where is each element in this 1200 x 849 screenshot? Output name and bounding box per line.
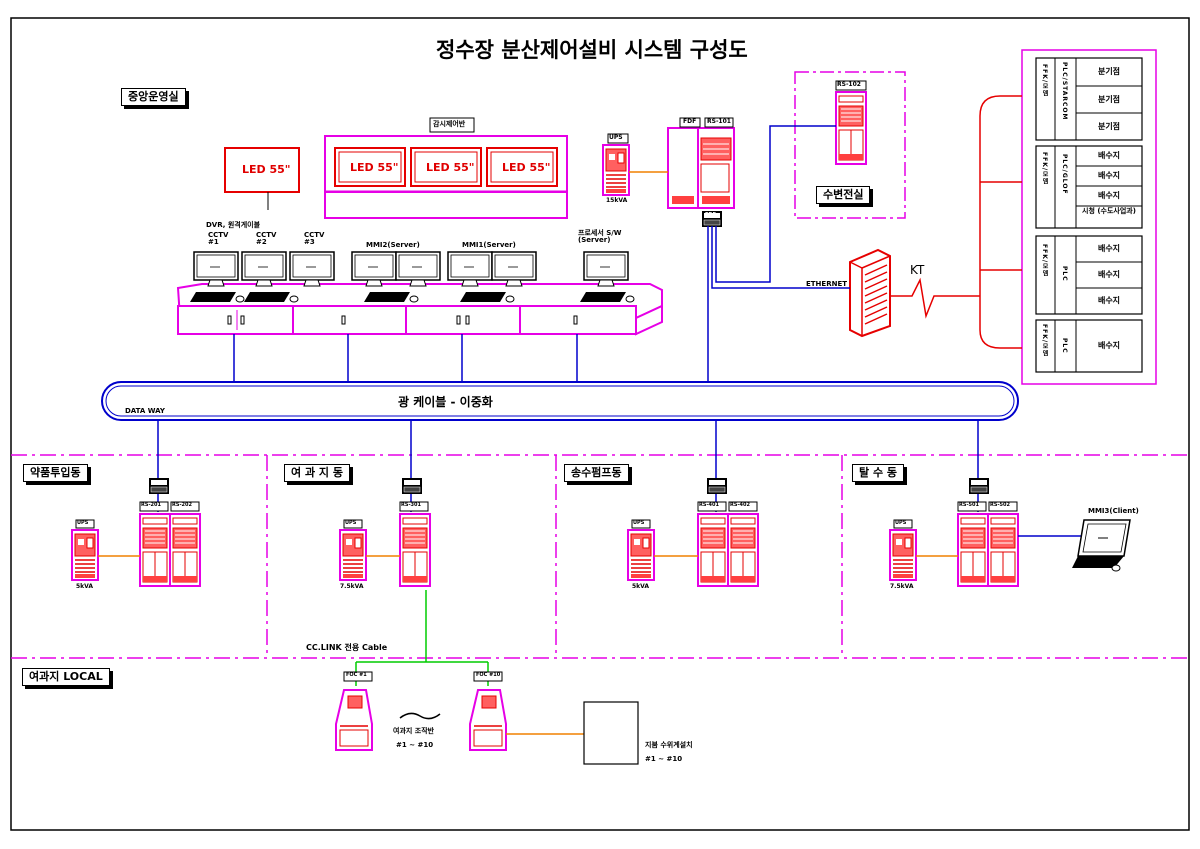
remote-modem-4: FFK/모뎀 [1041, 324, 1048, 358]
level-meter-label: 지붐 수위계설치 [645, 741, 693, 749]
foc10-tag: FOC #10 [476, 672, 501, 678]
ups-tag-central: UPS [609, 134, 623, 141]
led-screen-1: LED 55" [350, 161, 399, 174]
remote-row-2-4: 시청 (수도사업과) [1082, 207, 1136, 215]
ups-tag-pump: UPS [633, 520, 645, 526]
level-meter-range: #1 ~ #10 [645, 755, 683, 763]
area-label-pump: 송수펌프동 [564, 464, 629, 483]
rs202-tag: RS-202 [172, 502, 192, 508]
cctv-1-label: CCTV #1 [208, 231, 229, 246]
rs402-tag: RS-402 [730, 502, 750, 508]
remote-row-2-1: 배수지 [1097, 151, 1121, 160]
remote-row-3-3: 배수지 [1097, 296, 1121, 305]
ups-rating-central: 15kVA [606, 197, 628, 204]
area-label-filter: 여 과 지 동 [284, 464, 350, 483]
area-label-local: 여과지 LOCAL [22, 668, 110, 687]
remote-plc-1: PLC/STARCOM [1061, 62, 1068, 121]
remote-plc-4: PLC [1061, 338, 1068, 354]
kt-label: KT [910, 263, 925, 277]
rs201-tag: RS-201 [141, 502, 161, 508]
ups-tag-dewater: UPS [895, 520, 907, 526]
mmi2-label: MMI2(Server) [366, 241, 420, 249]
area-label-chem: 약품투입동 [23, 464, 88, 483]
remote-row-1-2: 분기점 [1097, 95, 1121, 104]
remote-row-1-3: 분기점 [1097, 122, 1121, 131]
ups-rating-pump: 5kVA [632, 583, 650, 590]
led-screen-single: LED 55" [242, 163, 291, 176]
remote-row-2-2: 배수지 [1097, 171, 1121, 180]
fdf-tag-central-2: FDF [705, 212, 716, 218]
remote-row-3-1: 배수지 [1097, 244, 1121, 253]
dvr-label: DVR, 원격게이블 [206, 221, 261, 229]
remote-row-4-1: 배수지 [1097, 341, 1121, 350]
data-way-label: DATA WAY [125, 407, 165, 415]
ups-tag-chem: UPS [77, 520, 89, 526]
area-label-central: 중앙운영실 [121, 88, 186, 107]
remote-modem-2: FFK/모뎀 [1041, 152, 1048, 186]
remote-modem-3: FFK/모뎀 [1041, 244, 1048, 278]
rs502-tag: RS-502 [990, 502, 1010, 508]
cctv-2-label: CCTV #2 [256, 231, 277, 246]
led-screen-2: LED 55" [426, 161, 475, 174]
ups-tag-filter: UPS [345, 520, 357, 526]
fiber-cable-label: 광 케이블 - 이중화 [398, 395, 493, 409]
remote-modem-1: FFK/모뎀 [1041, 64, 1048, 98]
rs501-tag: RS-501 [959, 502, 979, 508]
process-server-label: 프로세서 S/W (Server) [578, 229, 622, 244]
page-title: 정수장 분산제어설비 시스템 구성도 [436, 38, 748, 62]
rs301-tag: RS-301 [401, 502, 421, 508]
mmi3-client-label: MMI3(Client) [1088, 507, 1139, 515]
local-panel-range: #1 ~ #10 [396, 741, 434, 749]
ups-rating-dewater: 7.5kVA [890, 583, 914, 590]
rs101-tag: RS-101 [707, 118, 731, 125]
remote-row-3-2: 배수지 [1097, 270, 1121, 279]
remote-row-2-3: 배수지 [1097, 191, 1121, 200]
ups-rating-filter: 7.5kVA [340, 583, 364, 590]
cctv-3-label: CCTV #3 [304, 231, 325, 246]
local-panel-label: 여과지 조작반 [393, 727, 435, 735]
area-label-substation: 수변전실 [816, 186, 871, 205]
rs102-tag: RS-102 [837, 81, 861, 88]
remote-row-1-1: 분기점 [1097, 67, 1121, 76]
remote-plc-3: PLC [1061, 266, 1068, 282]
fdf-tag-central: FDF [683, 118, 697, 125]
ethernet-label: ETHERNET [806, 280, 848, 288]
mmi1-label: MMI1(Server) [462, 241, 516, 249]
led-screen-3: LED 55" [502, 161, 551, 174]
rs401-tag: RS-401 [699, 502, 719, 508]
cc-link-label: CC.LINK 전용 Cable [306, 643, 388, 652]
ups-rating-chem: 5kVA [76, 583, 94, 590]
remote-plc-2: PLC/GLOF [1061, 154, 1068, 195]
area-label-dewater: 탈 수 동 [852, 464, 905, 483]
monitor-board-title: 감시제어반 [433, 120, 466, 128]
foc1-tag: FOC #1 [346, 672, 367, 678]
